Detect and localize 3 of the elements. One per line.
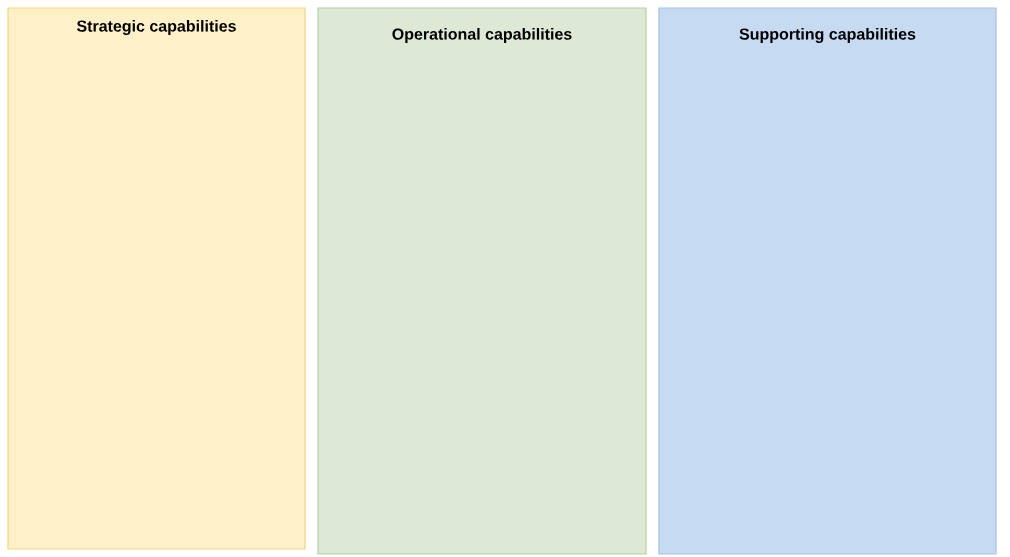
capability-column: Strategic capabilities: [7, 7, 306, 550]
capability-column: Operational capabilities: [317, 7, 647, 555]
capability-column: Supporting capabilities: [658, 7, 997, 555]
